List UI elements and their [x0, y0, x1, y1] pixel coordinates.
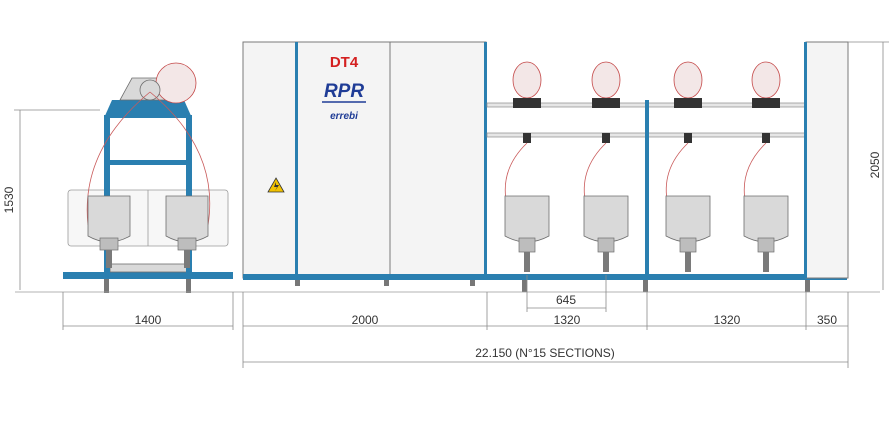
dim-spindle-pitch: 645	[556, 293, 576, 307]
left-creel-unit	[63, 62, 233, 293]
dim-width-section-1: 1320	[554, 313, 581, 327]
left-spindle-2	[165, 195, 209, 268]
dimension-lines: 1530 2050 645 1400 2000 1320 1320 350 22…	[2, 41, 889, 368]
dim-width-section-2: 1320	[714, 313, 741, 327]
spindle-position-4	[743, 61, 789, 272]
spindle-position-3	[665, 61, 711, 272]
dim-left-height: 1530	[2, 186, 16, 213]
machine-model-label: DT4	[330, 54, 359, 71]
brand-logo-text: RPR	[324, 81, 364, 102]
left-unit-base	[63, 272, 233, 279]
high-voltage-warning-icon	[267, 177, 285, 193]
spindle-position-2	[583, 61, 629, 272]
winding-sections	[486, 41, 849, 292]
dim-width-end: 350	[817, 313, 837, 327]
control-cabinet: DT4 RPR errebi	[242, 41, 487, 286]
sub-brand-text: errebi	[330, 111, 358, 122]
spindle-position-1	[504, 61, 550, 272]
dim-width-cabinet: 2000	[352, 313, 379, 327]
left-spindle-1	[87, 195, 131, 268]
dim-right-height: 2050	[868, 151, 882, 178]
dim-width-left-unit: 1400	[135, 313, 162, 327]
dim-total-length: 22.150 (N°15 SECTIONS)	[475, 346, 615, 360]
